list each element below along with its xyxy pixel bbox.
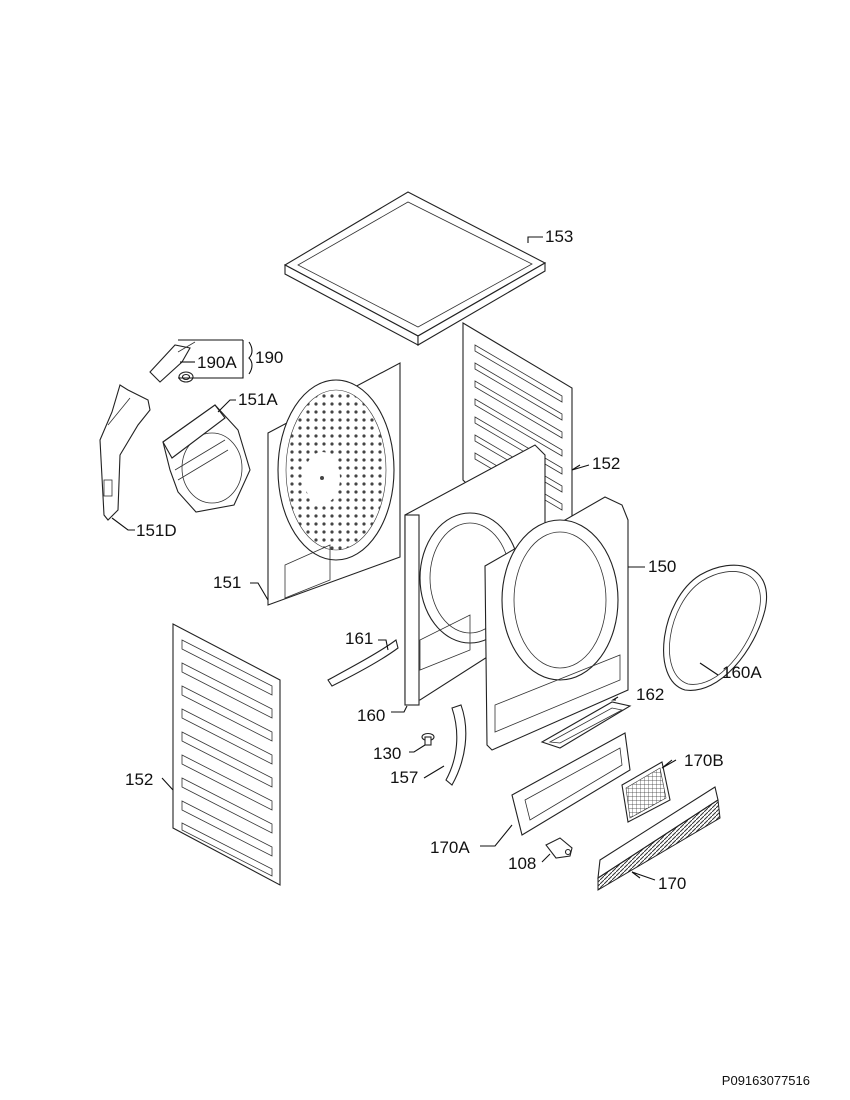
callout-162: 162	[636, 685, 665, 704]
callout-108: 108	[508, 854, 537, 873]
callout-150: 150	[648, 557, 677, 576]
callout-130: 130	[373, 744, 402, 763]
callout-157: 157	[390, 768, 419, 787]
callout-190a: 190A	[197, 353, 237, 372]
callout-151: 151	[213, 573, 242, 592]
part-front-panel	[484, 496, 629, 751]
part-lower-bracket	[511, 732, 631, 836]
document-id: P09163077516	[721, 1073, 810, 1088]
part-fan-housing	[162, 404, 251, 513]
part-kick-plate	[597, 786, 721, 891]
callout-153: 153	[545, 227, 574, 246]
part-side-panel-left	[172, 623, 281, 886]
part-door-seal	[663, 564, 768, 691]
callout-160: 160	[357, 706, 386, 725]
callout-190: 190	[255, 348, 284, 367]
callout-161: 161	[345, 629, 374, 648]
callout-160a: 160A	[722, 663, 762, 682]
callout-170a: 170A	[430, 838, 470, 857]
callout-152-right: 152	[592, 454, 621, 473]
part-fastener	[421, 732, 435, 746]
part-rear-bracket	[99, 384, 151, 521]
callout-151a: 151A	[238, 390, 278, 409]
part-hose	[445, 704, 467, 786]
callout-151d: 151D	[136, 521, 177, 540]
leader-lines	[111, 236, 719, 881]
callout-152-left: 152	[125, 770, 154, 789]
part-grille	[621, 761, 671, 823]
callout-170: 170	[658, 874, 687, 893]
callout-170b: 170B	[684, 751, 724, 770]
part-trim-strip	[327, 639, 399, 687]
part-filter-gasket	[540, 701, 632, 749]
part-top-cover	[283, 191, 547, 346]
part-rear-panel	[267, 362, 401, 606]
part-switch	[545, 837, 573, 859]
